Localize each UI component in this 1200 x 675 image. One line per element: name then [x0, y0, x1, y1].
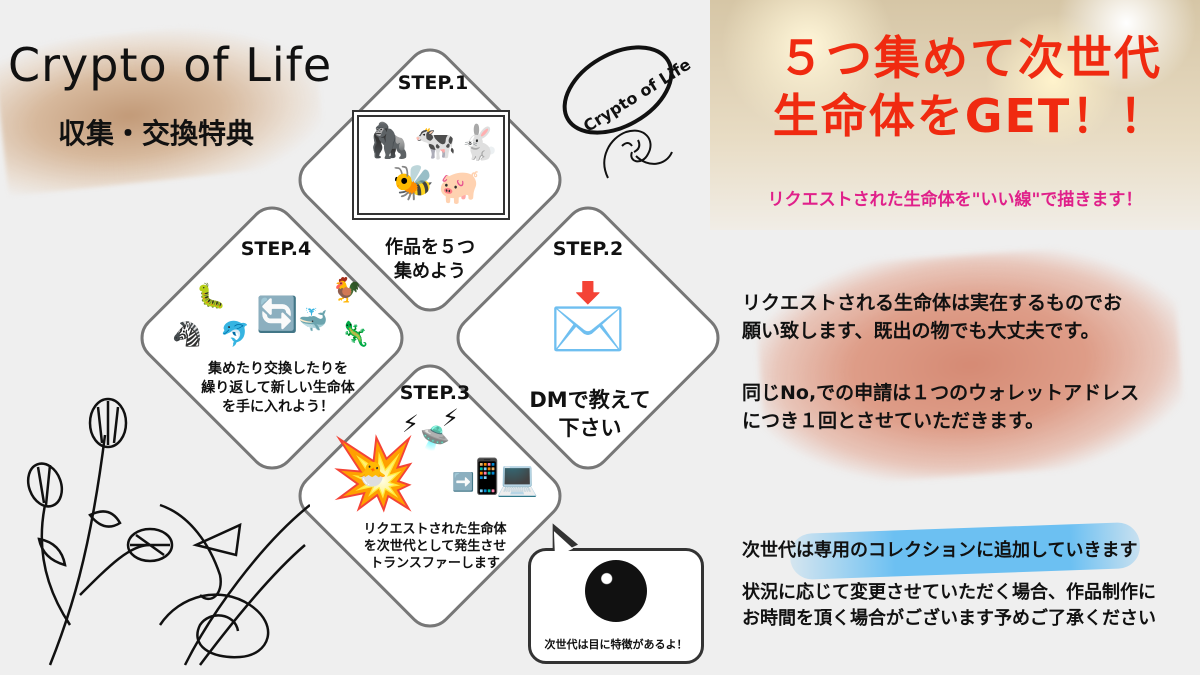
logo-text: Crypto of Life: [580, 55, 694, 136]
step2-text: DMで教えて 下さい: [510, 386, 670, 443]
bee-icon: 🐝: [392, 163, 435, 203]
info-line: リクエストされる生命体は実在するものでお: [742, 292, 1123, 314]
laptop-icon: 💻: [496, 459, 539, 499]
step2-text-line: DMで教えて: [529, 388, 651, 412]
cow-icon: 🐄: [414, 123, 457, 163]
page-title: Crypto of Life: [8, 38, 333, 92]
lightning-icon: ⚡: [402, 410, 419, 438]
brush-stroke-decoration: [752, 240, 1188, 490]
whale-icon: 🐳: [298, 306, 328, 334]
crypto-of-life-logo: Crypto of Life: [562, 45, 694, 179]
step4-text: 集めたり交換したりを 繰り返して新しい生命体 を手に入れよう！: [178, 360, 378, 417]
step1-label: STEP.1: [397, 72, 469, 94]
lightning-icon: ⚡: [442, 404, 459, 432]
headline-line: 生命体をGET！！: [772, 88, 1168, 143]
step4-text-line: 繰り返して新しい生命体: [201, 379, 355, 396]
info-paragraph-1: リクエストされる生命体は実在するものでお 願い致します、既出の物でも大丈夫です。: [742, 290, 1122, 345]
lizard-icon: 🦎: [340, 320, 370, 348]
info-paragraph-4: 状況に応じて変更させていただく場合、作品制作に お時間を頂く場合がございます予め…: [742, 580, 1156, 632]
step2-label: STEP.2: [552, 238, 624, 260]
tagline: リクエストされた生命体を"いい線"で描きます！: [767, 190, 1143, 210]
explosion-icon: 💥: [330, 432, 418, 514]
info-paragraph-2: 同じNo,での申請は１つのウォレットアドレス につき１回とさせていただきます。: [742, 380, 1139, 435]
rooster-icon: 🐓: [332, 276, 362, 304]
step1-picture-frame: [352, 110, 510, 220]
step4-text-line: 集めたり交換したりを: [208, 361, 348, 377]
flower-bird-line-art: [26, 397, 310, 666]
info-line: 同じNo,での申請は１つのウォレットアドレス: [742, 382, 1140, 404]
arrow-right-icon: ➡️: [452, 472, 475, 493]
headline-line: ５つ集めて次世代: [778, 31, 1162, 85]
step2-text-line: 下さい: [558, 416, 622, 441]
step4-label: STEP.4: [240, 238, 312, 260]
headline: ５つ集めて次世代 生命体をGET！！: [740, 30, 1200, 145]
eye-callout-caption: 次世代は目に特徴があるよ！: [544, 638, 688, 651]
hatching-chick-icon: 🐣: [357, 460, 387, 488]
step4-text-line: を手に入れよう！: [222, 398, 334, 415]
sparkle-background: [710, 0, 1200, 230]
step3-text-line: を次世代として発生させ: [363, 538, 507, 554]
info-line: お時間を頂く場合がございます予めご了承ください: [742, 608, 1156, 630]
step1-text-line: 集めよう: [394, 261, 466, 283]
step3-text: リクエストされた生命体 を次世代として発生させ トランスファーします: [345, 522, 525, 573]
step3-label: STEP.3: [399, 382, 471, 404]
dolphin-icon: 🐬: [220, 320, 250, 348]
info-line: 願い致します、既出の物でも大丈夫です。: [742, 319, 1100, 342]
envelope-download-icon: 📩: [548, 280, 628, 354]
gorilla-icon: 🦍: [368, 121, 411, 161]
page-subtitle: 収集・交換特典: [58, 117, 255, 150]
rabbit-icon: 🐇: [458, 123, 501, 163]
info-line: 状況に応じて変更させていただく場合、作品制作に: [742, 582, 1156, 603]
zebra-icon: 🦓: [172, 320, 202, 348]
info-paragraph-3: 次世代は専用のコレクションに追加していきます: [742, 540, 1138, 561]
step1-text-line: 作品を５つ: [385, 237, 475, 258]
step1-text: 作品を５つ 集めよう: [360, 236, 500, 285]
step3-text-line: トランスファーします: [370, 555, 500, 571]
caterpillar-icon: 🐛: [196, 282, 226, 310]
info-line: につき１回とさせていただきます。: [742, 409, 1045, 432]
ufo-icon: 🛸: [420, 424, 450, 452]
repeat-icon: 🔄: [256, 295, 299, 335]
smartphone-icon: 📱: [466, 457, 509, 497]
step3-text-line: リクエストされた生命体: [363, 522, 507, 537]
pig-icon: 🐖: [438, 167, 481, 207]
eye-icon: [585, 560, 647, 622]
